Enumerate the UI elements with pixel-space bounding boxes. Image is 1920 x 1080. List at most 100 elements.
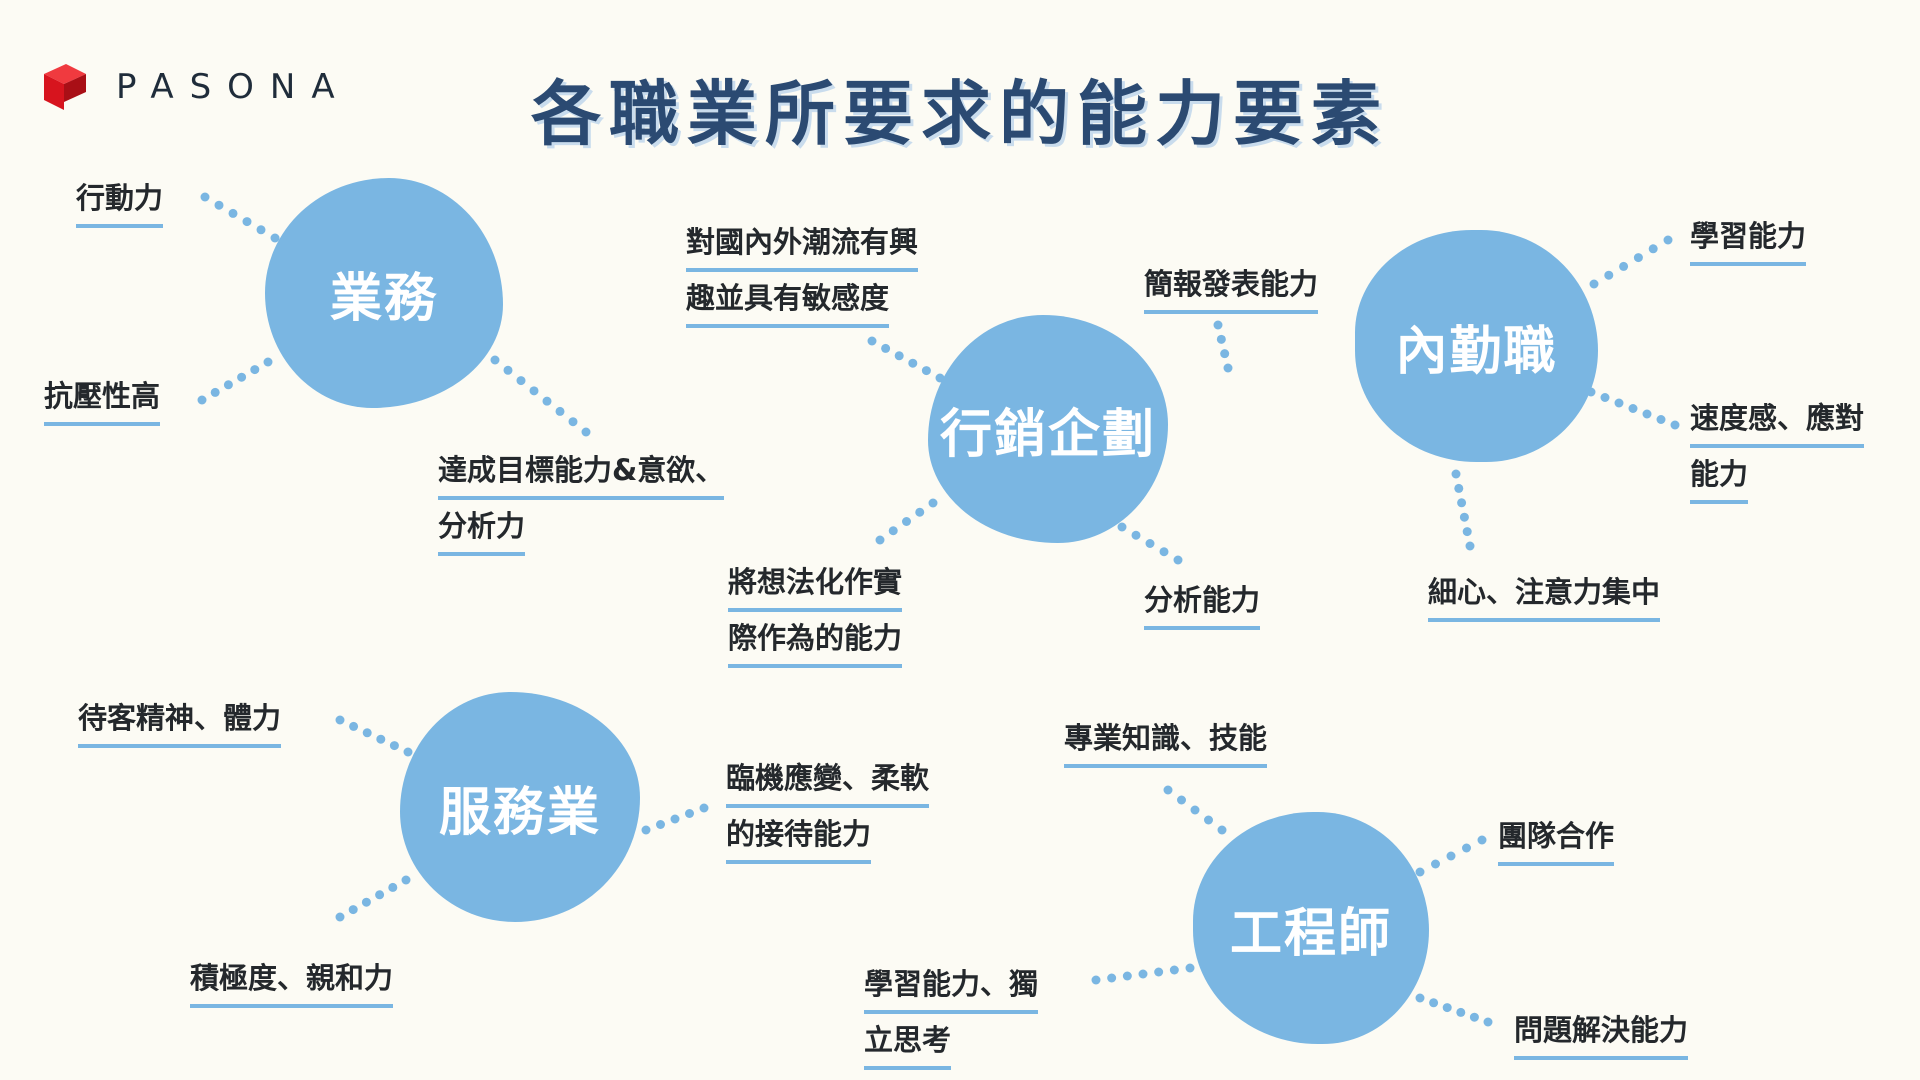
connector-dot: [641, 825, 651, 835]
connector-dot: [348, 905, 358, 915]
connector-dot: [250, 365, 260, 375]
node-sales: 業務: [265, 178, 503, 408]
node-label: 行銷企劃: [939, 404, 1156, 465]
connector-dot: [894, 351, 904, 361]
skill-label: 專業知識、技能: [1064, 712, 1268, 768]
skill-label: 細心、注意力集中: [1428, 566, 1661, 622]
skill-label: 簡報發表能力: [1144, 258, 1319, 314]
connector-dot: [568, 417, 578, 427]
node-label: 業務: [329, 268, 438, 329]
connector-dot: [1169, 965, 1179, 975]
pasona-logo-icon: [44, 64, 86, 110]
connector-dot: [1462, 843, 1471, 853]
connector-dot: [335, 912, 345, 922]
connector-dot: [888, 526, 898, 536]
connector-dot: [1633, 253, 1643, 263]
connector-dot: [1663, 235, 1673, 245]
connector-dot: [902, 517, 911, 526]
connector-dot: [656, 820, 665, 829]
connector-dot: [908, 358, 918, 368]
connector-dot: [1177, 795, 1186, 805]
connector-dot: [401, 875, 411, 885]
connector-dot: [335, 715, 345, 725]
connector-dot: [214, 200, 224, 210]
connector-dot: [1477, 835, 1487, 845]
connector-dot: [921, 366, 931, 376]
connector-dot: [375, 890, 385, 900]
connector-dot: [555, 406, 565, 416]
connector-dot: [1190, 805, 1200, 815]
connector-dot: [1589, 279, 1599, 289]
connector-dot: [1429, 998, 1439, 1008]
connector-dot: [389, 741, 399, 751]
skill-label: 問題解決能力: [1514, 1004, 1689, 1060]
skill-label: 達成目標能力&意欲、 分析力: [438, 444, 725, 556]
connector-dot: [1670, 420, 1680, 430]
connector-dot: [349, 721, 359, 731]
connector-dot: [1204, 815, 1213, 825]
connector-dot: [1451, 469, 1461, 479]
skill-label: 將想法化作實 際作為的能力: [728, 556, 903, 668]
node-service: 服務業: [400, 692, 640, 922]
connector-dot: [1604, 270, 1614, 280]
node-label: 內勤職: [1395, 321, 1558, 382]
connector-dot: [699, 803, 709, 813]
connector-dot: [1442, 1003, 1452, 1013]
connector-dot: [1117, 522, 1127, 532]
skill-label: 行動力: [76, 172, 164, 228]
skill-label: 團隊合作: [1498, 810, 1615, 866]
connector-dot: [388, 882, 398, 892]
skill-label: 對國內外潮流有興 趣並具有敏感度: [686, 216, 919, 328]
connector-dot: [1457, 498, 1467, 508]
connector-dot: [200, 192, 210, 202]
connector-dot: [503, 365, 513, 375]
connector-dot: [1163, 785, 1173, 795]
connector-dot: [1619, 261, 1629, 271]
connector-dot: [1415, 993, 1425, 1003]
connector-dot: [1138, 969, 1148, 979]
connector-dot: [529, 386, 539, 396]
page-title: 各職業所要求的能力要素: [531, 73, 1389, 155]
connector-dot: [256, 225, 266, 235]
connector-dot: [210, 387, 220, 397]
connector-dot: [1648, 244, 1658, 254]
connector-dot: [928, 498, 938, 508]
connector-dot: [542, 396, 552, 406]
connector-dot: [1154, 967, 1164, 977]
connector-dot: [362, 728, 372, 738]
connector-dot: [1220, 349, 1230, 359]
connector-dot: [581, 427, 591, 437]
node-marketing: 行銷企劃: [928, 315, 1168, 543]
skill-label: 臨機應變、柔軟 的接待能力: [726, 752, 930, 864]
node-label: 工程師: [1229, 903, 1392, 964]
skill-label: 學習能力: [1690, 210, 1807, 266]
connector-dot: [1185, 963, 1195, 973]
connector-dot: [1628, 404, 1638, 413]
connector-dot: [1431, 859, 1440, 869]
connector-dot: [1131, 530, 1141, 540]
connector-dot: [1213, 320, 1223, 330]
skill-label: 積極度、親和力: [190, 952, 394, 1008]
connector-dot: [1216, 334, 1226, 344]
connector-dot: [875, 535, 885, 545]
node-label: 服務業: [438, 782, 601, 843]
connector-dot: [1122, 971, 1132, 981]
connector-dot: [1446, 851, 1456, 861]
connector-dot: [1642, 409, 1652, 419]
connector-dot: [1223, 363, 1233, 373]
connector-dot: [516, 376, 526, 386]
connector-dot: [1454, 483, 1464, 493]
connector-dot: [685, 809, 694, 818]
connector-dot: [867, 336, 877, 346]
connector-dot: [1459, 512, 1469, 522]
connector-dot: [1107, 973, 1117, 983]
connector-dot: [1600, 393, 1610, 402]
connector-dot: [1091, 975, 1101, 985]
connector-dot: [1469, 1012, 1479, 1022]
connector-dot: [1217, 825, 1227, 835]
connector-dot: [1415, 867, 1425, 877]
connector-dot: [242, 217, 252, 227]
connector-dot: [670, 814, 680, 824]
connector-dot: [237, 372, 247, 382]
skill-label: 速度感、應對 能力: [1690, 392, 1865, 504]
